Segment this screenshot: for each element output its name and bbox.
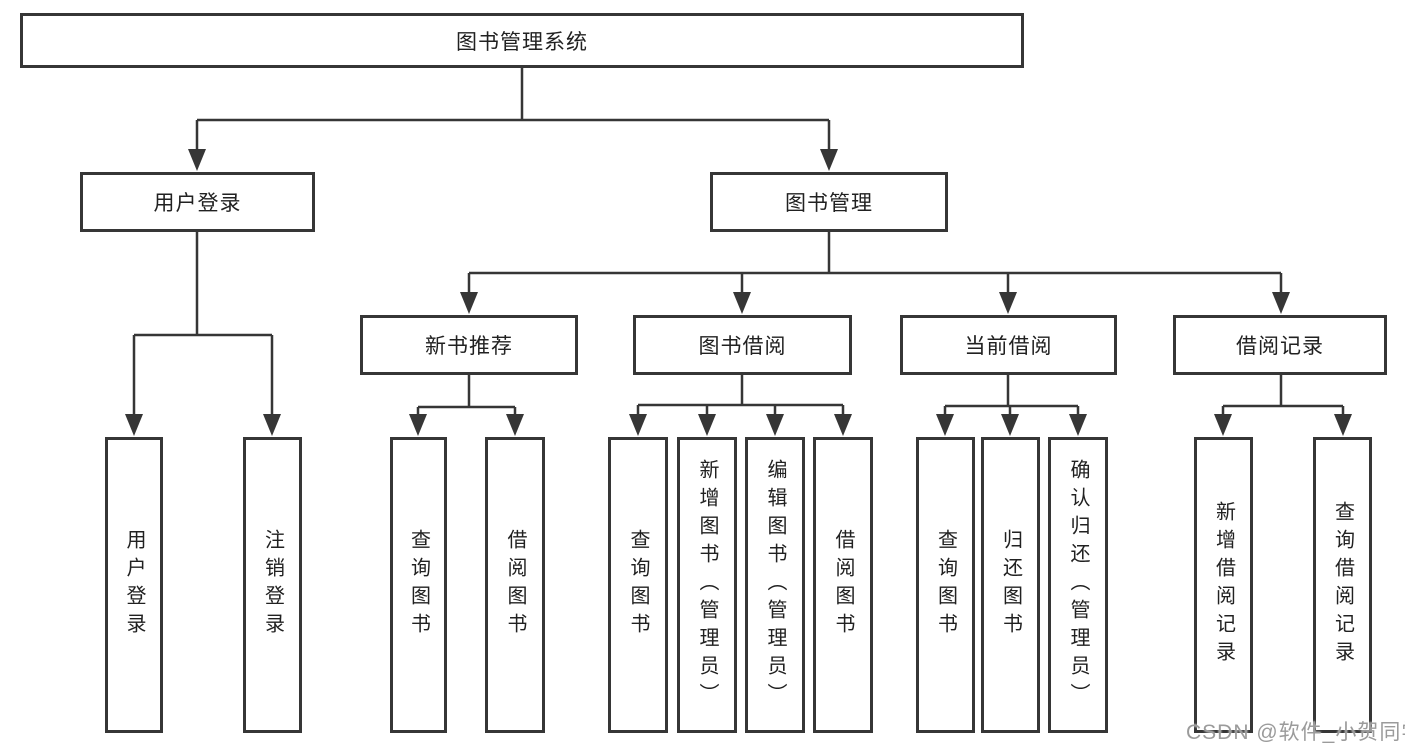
node-label: 注销登录 <box>261 529 284 641</box>
node-book-management: 图书管理 <box>710 172 948 232</box>
connector-records-to-leaves <box>1221 375 1345 416</box>
arrow-down-icon <box>1214 414 1232 436</box>
connector-current-to-leaves <box>943 375 1080 416</box>
leaf-current-return-books: 归还图书 <box>981 437 1040 733</box>
node-label: 当前借阅 <box>964 335 1053 358</box>
node-label: 新书推荐 <box>425 335 513 358</box>
node-label: 借阅记录 <box>1236 335 1324 358</box>
arrow-down-icon <box>1001 414 1019 436</box>
arrow-down-icon <box>125 414 143 436</box>
node-label: 借阅图书 <box>504 529 526 641</box>
node-label: 归还图书 <box>999 529 1022 641</box>
leaf-current-confirm-return-admin: 确认归还（管理员） <box>1048 437 1108 733</box>
arrow-down-icon <box>409 414 427 436</box>
arrow-down-icon <box>698 414 716 436</box>
leaf-logout: 注销登录 <box>243 437 302 733</box>
node-root-library-system: 图书管理系统 <box>20 13 1024 68</box>
node-label: 查询借阅记录 <box>1331 501 1354 669</box>
leaf-borrowing-query-books: 查询图书 <box>608 437 668 733</box>
arrow-down-icon <box>820 149 838 171</box>
arrow-down-icon <box>999 292 1017 314</box>
node-user-login: 用户登录 <box>80 172 315 232</box>
arrow-down-icon <box>460 292 478 314</box>
node-label: 借阅图书 <box>832 529 854 641</box>
leaf-borrowing-edit-books-admin: 编辑图书（管理员） <box>745 437 805 733</box>
arrow-down-icon <box>733 292 751 314</box>
node-label: 新增借阅记录 <box>1212 501 1235 669</box>
node-label: 图书借阅 <box>698 335 787 358</box>
connector-bookmgmt-to-level3 <box>467 232 1283 294</box>
arrow-down-icon <box>1272 292 1290 314</box>
leaf-records-add-record: 新增借阅记录 <box>1194 437 1253 733</box>
connector-userlogin-to-leaves <box>132 232 274 416</box>
node-label: 图书管理系统 <box>456 30 588 54</box>
node-current-borrowing: 当前借阅 <box>900 315 1117 375</box>
node-label: 用户登录 <box>153 192 242 215</box>
leaf-records-query-record: 查询借阅记录 <box>1313 437 1372 733</box>
arrow-down-icon <box>1069 414 1087 436</box>
arrow-down-icon <box>506 414 524 436</box>
arrow-down-icon <box>936 414 954 436</box>
node-label: 查询图书 <box>934 529 957 641</box>
leaf-current-query-books: 查询图书 <box>916 437 975 733</box>
node-label: 图书管理 <box>785 192 873 215</box>
leaf-newbooks-borrow-books: 借阅图书 <box>485 437 545 733</box>
leaf-borrowing-add-books-admin: 新增图书（管理员） <box>677 437 737 733</box>
connector-newbooks-to-leaves <box>416 375 517 416</box>
leaf-newbooks-query-books: 查询图书 <box>390 437 447 733</box>
node-label: 新增图书（管理员） <box>696 459 718 711</box>
arrow-down-icon <box>834 414 852 436</box>
node-label: 查询图书 <box>627 529 649 641</box>
node-label: 确认归还（管理员） <box>1067 459 1089 711</box>
csdn-watermark: CSDN @软件_小贺同学 <box>1186 721 1405 744</box>
node-label: 用户登录 <box>123 529 145 641</box>
node-label: 查询图书 <box>407 529 430 641</box>
arrow-down-icon <box>1334 414 1352 436</box>
leaf-user-login: 用户登录 <box>105 437 163 733</box>
connector-borrowing-to-leaves <box>636 375 845 416</box>
arrow-down-icon <box>263 414 281 436</box>
node-new-book-recommend: 新书推荐 <box>360 315 578 375</box>
node-label: 编辑图书（管理员） <box>764 459 786 711</box>
arrow-down-icon <box>766 414 784 436</box>
node-borrow-records: 借阅记录 <box>1173 315 1387 375</box>
arrow-down-icon <box>188 149 206 171</box>
arrow-down-icon <box>629 414 647 436</box>
leaf-borrowing-borrow-books: 借阅图书 <box>813 437 873 733</box>
node-book-borrowing: 图书借阅 <box>633 315 852 375</box>
connector-root-to-level2 <box>195 68 831 152</box>
